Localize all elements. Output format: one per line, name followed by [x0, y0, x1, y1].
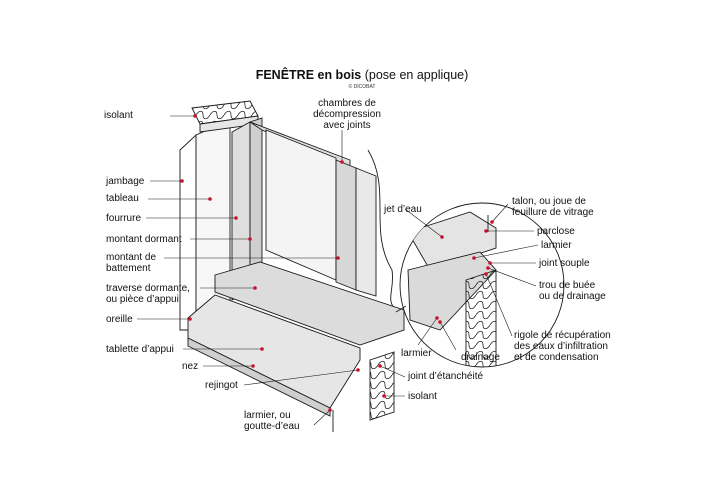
label-tableau: tableau [106, 193, 139, 204]
detail-jet-deau [407, 211, 497, 271]
label-larmier-goutte-1: larmier, ou [244, 410, 291, 421]
label-rigole: rigole de récupération des eaux d’infilt… [514, 330, 611, 363]
montant-battement-shape [335, 159, 357, 291]
label-isolant-top: isolant [104, 110, 133, 121]
curtain-line [367, 149, 397, 311]
label-joint-souple: joint souple [539, 258, 590, 269]
label-montant-dormant: montant dormant [106, 234, 182, 245]
label-parclose: parclose [537, 226, 575, 237]
label-larmier-bottom: larmier [401, 348, 432, 359]
label-talon-2: feuillure de vitrage [512, 207, 594, 218]
label-rigole-2: des eaux d’infiltration [514, 341, 608, 352]
label-traverse: traverse dormante, ou pièce d’appui [106, 283, 190, 305]
title-normal: (pose en applique) [361, 68, 469, 82]
label-montant-battement-2: battement [106, 263, 151, 274]
label-oreille: oreille [106, 314, 133, 325]
label-jet-deau: jet d’eau [384, 204, 422, 215]
window-drawing [179, 100, 405, 432]
label-rigole-3: et de condensation [514, 352, 599, 363]
label-larmier-right: larmier [541, 240, 572, 251]
leader-lines [137, 114, 539, 426]
traverse-dormante-shape [214, 261, 405, 346]
label-jambage: jambage [106, 176, 145, 187]
copyright-notice: © DICOBAT [348, 84, 376, 90]
label-traverse-1: traverse dormante, [106, 283, 190, 294]
label-rigole-1: rigole de récupération [514, 330, 611, 341]
label-traverse-2: ou pièce d’appui [106, 294, 179, 305]
magnifier-link [395, 305, 407, 313]
label-trou-buee: trou de buée ou de drainage [539, 280, 606, 302]
label-trou-2: ou de drainage [539, 291, 606, 302]
title-bold: FENÊTRE en bois [255, 68, 362, 82]
label-nez: nez [182, 361, 199, 372]
tablette-front [187, 337, 331, 417]
label-chambres-1: chambres de [318, 98, 376, 109]
label-chambres-2: décompression [313, 109, 381, 120]
label-larmier-goutte-2: goutte-d’eau [244, 421, 300, 432]
label-chambres-3: avec joints [323, 120, 371, 131]
diagram-title: FENÊTRE en bois (pose en applique) [0, 68, 724, 82]
label-fourrure: fourrure [106, 213, 142, 224]
bottom-insulation [369, 351, 395, 421]
label-montant-battement: montant de battement [106, 252, 156, 274]
detail-magnifier [399, 202, 565, 368]
label-talon: talon, ou joue de feuillure de vitrage [512, 196, 594, 218]
label-rejingot: rejingot [205, 380, 238, 391]
label-joint-etancheite: joint d’étanchéité [408, 371, 484, 382]
label-drainage: drainage [461, 352, 500, 363]
label-tablette: tablette d’appui [106, 344, 174, 355]
right-sash [355, 167, 377, 297]
label-isolant-bottom: isolant [408, 391, 437, 402]
label-montant-battement-1: montant de [106, 252, 157, 263]
label-chambres: chambres de décompression avec joints [302, 98, 392, 131]
label-talon-1: talon, ou joue de [512, 196, 586, 207]
label-larmier-goutte: larmier, ou goutte-d’eau [244, 410, 300, 432]
label-trou-1: trou de buée [539, 280, 596, 291]
